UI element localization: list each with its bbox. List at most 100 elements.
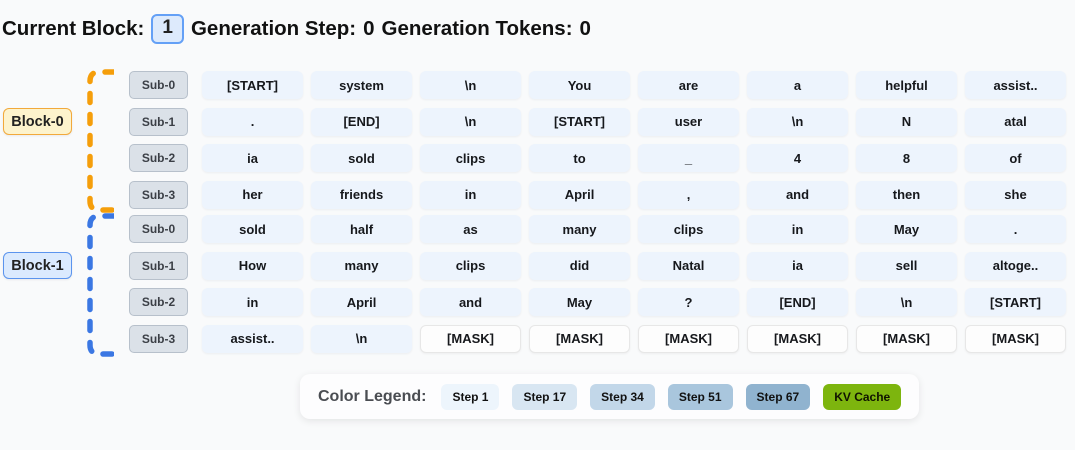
token-cell: and [747,180,848,210]
token-cell: sold [202,215,303,244]
block-label-1: Block-1 [3,252,72,279]
sub-row-label: Sub-1 [129,107,188,136]
token-cell: ia [747,251,848,280]
legend-items: Step 1 Step 17 Step 34 Step 51 Step 67 KV Cac… [441,383,902,410]
token-row: Sub-3 assist.. \n [MASK] [MASK] [MASK] [MASK]… [129,324,1066,354]
token-cell: , [638,180,739,210]
header: Current Block: 1 Generation Step: 0 Gene… [2,14,591,44]
token-cell: clips [420,251,521,280]
token-cell: assist.. [965,71,1066,100]
token-cell: [START] [529,107,630,136]
token-cell: 8 [856,144,957,173]
token-cell: How [202,251,303,280]
legend-badge: Step 51 [667,383,733,410]
token-cell: . [965,215,1066,244]
token-cell: April [311,288,412,317]
token-cell: May [856,215,957,244]
generation-step-label: Generation Step: [190,17,357,40]
token-cell: many [311,251,412,280]
token-cell: are [638,71,739,100]
legend-badge: Step 1 [441,383,500,410]
token-cell: \n [311,324,412,354]
token-cell: [START] [202,71,303,100]
token-cell: altoge.. [965,251,1066,280]
token-cell-masked: [MASK] [420,324,521,354]
token-cell: helpful [856,71,957,100]
current-block-badge: 1 [151,14,184,44]
token-cell: to [529,144,630,173]
token-cell: May [529,288,630,317]
token-cell: ? [638,288,739,317]
token-cell: and [420,288,521,317]
token-cell: in [420,180,521,210]
block-bracket-icon [87,69,114,213]
token-cell: friends [311,180,412,210]
sub-row-label: Sub-2 [129,144,188,173]
token-cell: clips [638,215,739,244]
token-cell-masked: [MASK] [529,324,630,354]
current-block-label: Current Block: [2,17,145,40]
token-cell: of [965,144,1066,173]
token-cell: in [202,288,303,317]
token-cell: she [965,180,1066,210]
block-label-0: Block-0 [3,108,72,135]
legend-badge: KV Cache [823,383,902,410]
token-cell: Natal [638,251,739,280]
token-cell: as [420,215,521,244]
token-cell: \n [856,288,957,317]
token-cell: her [202,180,303,210]
token-cell: 4 [747,144,848,173]
token-row: Sub-2 in April and May? [END] \n [START] [129,288,1066,317]
token-cell: ia [202,144,303,173]
token-cell: clips [420,144,521,173]
token-cell: \n [420,107,521,136]
token-cell: in [747,215,848,244]
token-cell-masked: [MASK] [638,324,739,354]
token-cell: April [529,180,630,210]
legend-badge: Step 17 [512,383,578,410]
block-bracket-icon [87,213,114,357]
token-cell: \n [747,107,848,136]
legend-badge: Step 67 [745,383,811,410]
token-cell-masked: [MASK] [965,324,1066,354]
token-cell: . [202,107,303,136]
token-cell: [END] [311,107,412,136]
legend-badge: Step 34 [590,383,655,410]
token-cell: user [638,107,739,136]
generation-step-value: 0 [363,17,375,40]
token-cell: sold [311,144,412,173]
token-cell: N [856,107,957,136]
token-cell: half [311,215,412,244]
sub-row-label: Sub-0 [129,71,188,100]
token-cell: You [529,71,630,100]
sub-row-label: Sub-1 [129,251,188,280]
sub-row-label: Sub-0 [129,215,188,244]
token-cell: assist.. [202,324,303,354]
token-cell: [END] [747,288,848,317]
token-cell: \n [420,71,521,100]
sub-row-label: Sub-2 [129,288,188,317]
sub-row-label: Sub-3 [129,180,188,210]
color-legend: Color Legend: Step 1 Step 17 Step 34 Step 5… [300,374,920,419]
token-cell: sell [856,251,957,280]
sub-row-label: Sub-3 [129,324,188,354]
token-cell: many [529,215,630,244]
token-cell: [START] [965,288,1066,317]
token-cell-masked: [MASK] [747,324,848,354]
token-cell: then [856,180,957,210]
token-cell: atal [965,107,1066,136]
generation-tokens-label: Generation Tokens: [381,17,573,40]
token-cell: _ [638,144,739,173]
legend-title: Color Legend: [318,387,427,405]
